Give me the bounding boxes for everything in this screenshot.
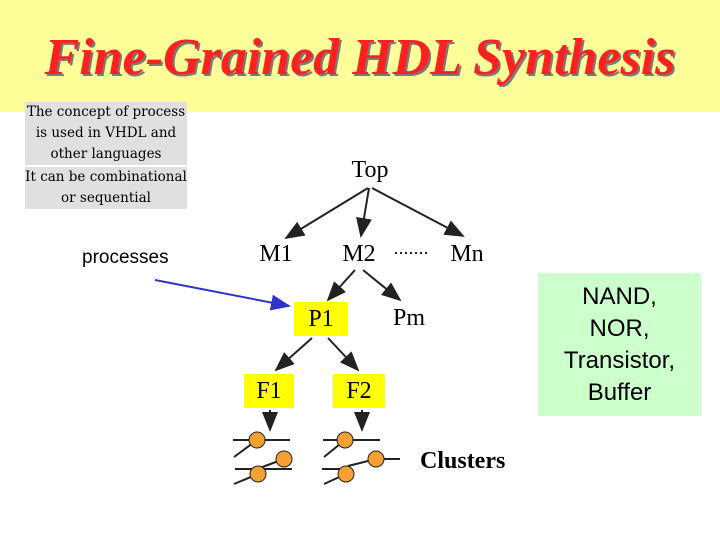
- gate-type: Transistor,: [563, 346, 676, 374]
- note-line: The concept of process: [26, 104, 186, 120]
- gate-types-box: NAND, NOR, Transistor, Buffer: [538, 273, 701, 416]
- process-kind-note: It can be combinational or sequential: [25, 167, 187, 209]
- gate-type: Buffer: [587, 378, 652, 406]
- cluster-node: [337, 465, 355, 483]
- processes-label: processes: [82, 247, 169, 268]
- processes-pointer-arrow: [154, 279, 291, 311]
- node-mn: Mn: [450, 241, 484, 267]
- node-pm: Pm: [392, 305, 425, 331]
- node-m1: M1: [259, 241, 293, 267]
- node-p1: P1: [294, 302, 348, 336]
- note-line: is used in VHDL and: [35, 125, 177, 141]
- cluster-node: [336, 431, 354, 449]
- edge-m2-p1: [326, 269, 356, 302]
- gate-type: NAND,: [582, 282, 657, 310]
- clusters-label: Clusters: [420, 448, 506, 474]
- edge-p1-f1: [274, 337, 313, 372]
- node-m2: M2: [342, 241, 376, 267]
- edge-top-m2: [356, 187, 372, 238]
- cluster-node: [367, 450, 385, 468]
- edge-top-mn: [371, 187, 465, 237]
- note-line: It can be combinational: [25, 169, 187, 185]
- slide-title: Fine-Grained HDL Synthesis: [44, 29, 676, 86]
- edge-top-m1: [284, 187, 369, 240]
- note-line: or sequential: [61, 190, 151, 206]
- process-concept-note: The concept of process is used in VHDL a…: [25, 102, 187, 165]
- cluster-right: [322, 439, 400, 485]
- edge-p1-f2: [327, 337, 360, 372]
- title-band: [0, 0, 720, 112]
- cluster-node: [249, 465, 267, 483]
- node-top: Top: [351, 157, 389, 183]
- cluster-node: [275, 450, 293, 468]
- edge-m2-pm: [362, 269, 402, 302]
- node-f2: F2: [333, 374, 385, 408]
- gate-type: NOR,: [589, 314, 650, 342]
- node-f1: F1: [244, 374, 294, 408]
- note-line: other languages: [50, 146, 162, 162]
- cluster-node: [248, 431, 266, 449]
